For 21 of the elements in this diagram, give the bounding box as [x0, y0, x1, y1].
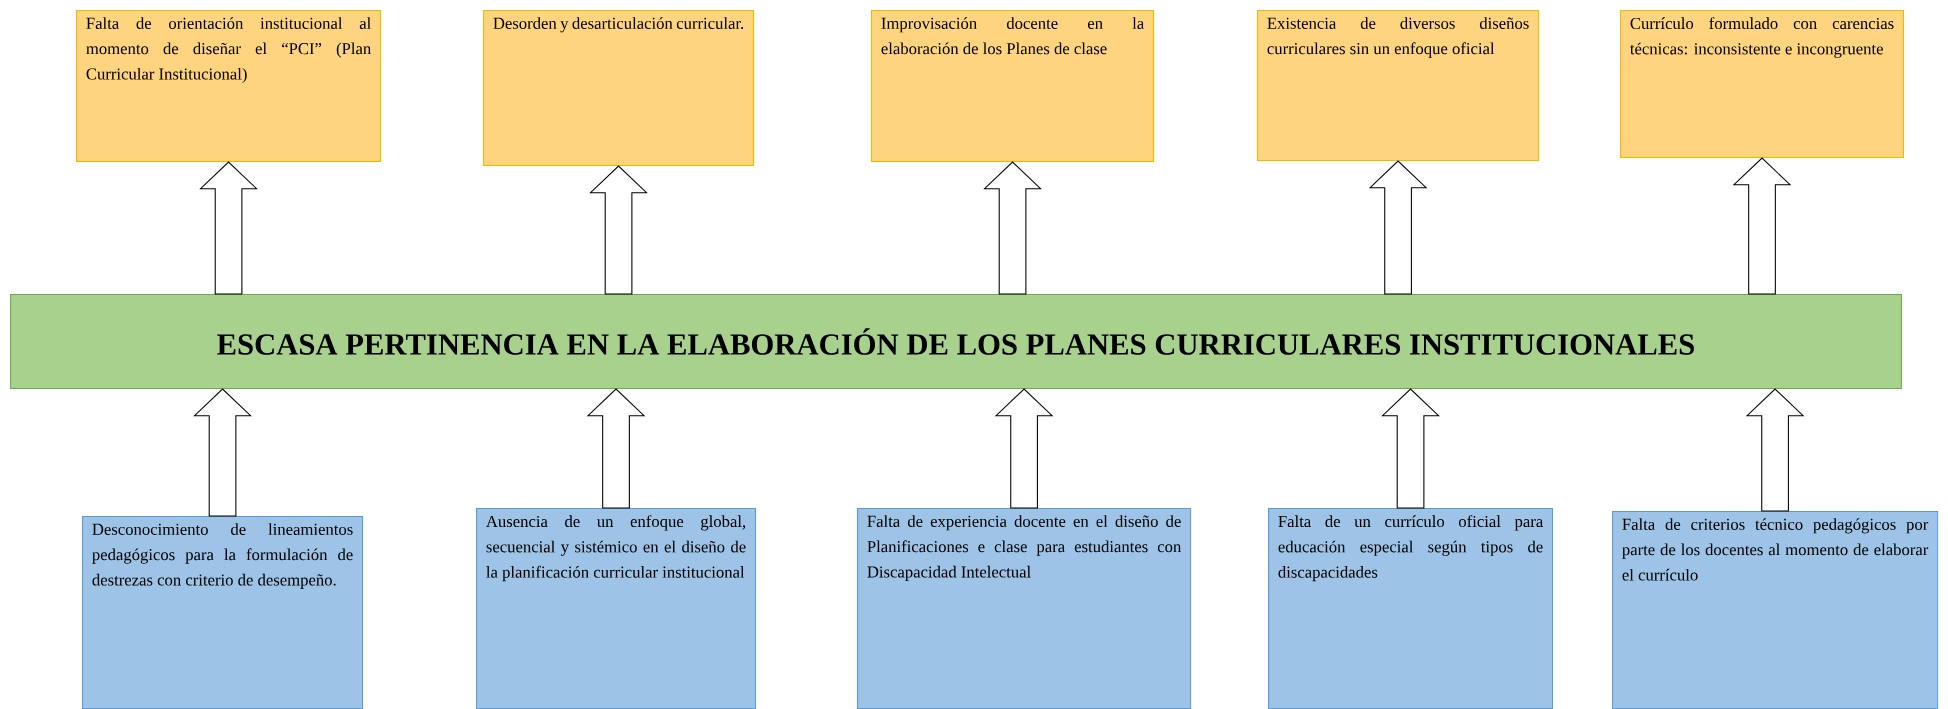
- cause-box: Ausencia de un enfoque global, secuencial y sistémico en el diseño de la planificación curricular institucional: [476, 508, 756, 709]
- block-arrow: [1732, 157, 1792, 295]
- block-arrow: [589, 165, 648, 295]
- block-arrow: [1368, 160, 1428, 295]
- block-arrow: [1381, 388, 1440, 509]
- cause-box: Falta de un currículo oficial para educación especial según tipos de discapacidades: [1268, 508, 1554, 709]
- block-arrow: [983, 161, 1042, 295]
- block-arrow: [199, 161, 258, 295]
- effect-box: Improvisación docente en la elaboración de los Planes de clase: [871, 10, 1155, 162]
- block-arrow: [1745, 388, 1805, 512]
- problem-banner: ESCASA PERTINENCIA EN LA ELABORACIÓN DE LOS PLANES CURRICULARES INSTITUCIONALES: [10, 294, 1902, 390]
- cause-box: Falta de criterios técnico pedagógicos por parte de los docentes al momento de elaborar el currículo: [1612, 511, 1939, 709]
- effect-box: Desorden y desarticulación curricular.: [483, 10, 755, 166]
- cause-box: Desconocimiento de lineamientos pedagógicos para la formulación de destrezas con criterio de desempeño.: [82, 516, 364, 709]
- effect-box: Existencia de diversos diseños curriculares sin un enfoque oficial: [1257, 10, 1540, 162]
- block-arrow: [193, 388, 252, 517]
- cause-box: Falta de experiencia docente en el diseño de Planificaciones e clase para estudiantes con Discapacidad Intelectual: [857, 508, 1192, 709]
- block-arrow: [586, 388, 646, 509]
- effect-box: Currículo formulado con carencias técnicas: inconsistente e incongruente: [1620, 10, 1904, 158]
- block-arrow: [994, 388, 1054, 509]
- effect-box: Falta de orientación institucional al momento de diseñar el “PCI” (Plan Curricular Institucional): [76, 10, 382, 162]
